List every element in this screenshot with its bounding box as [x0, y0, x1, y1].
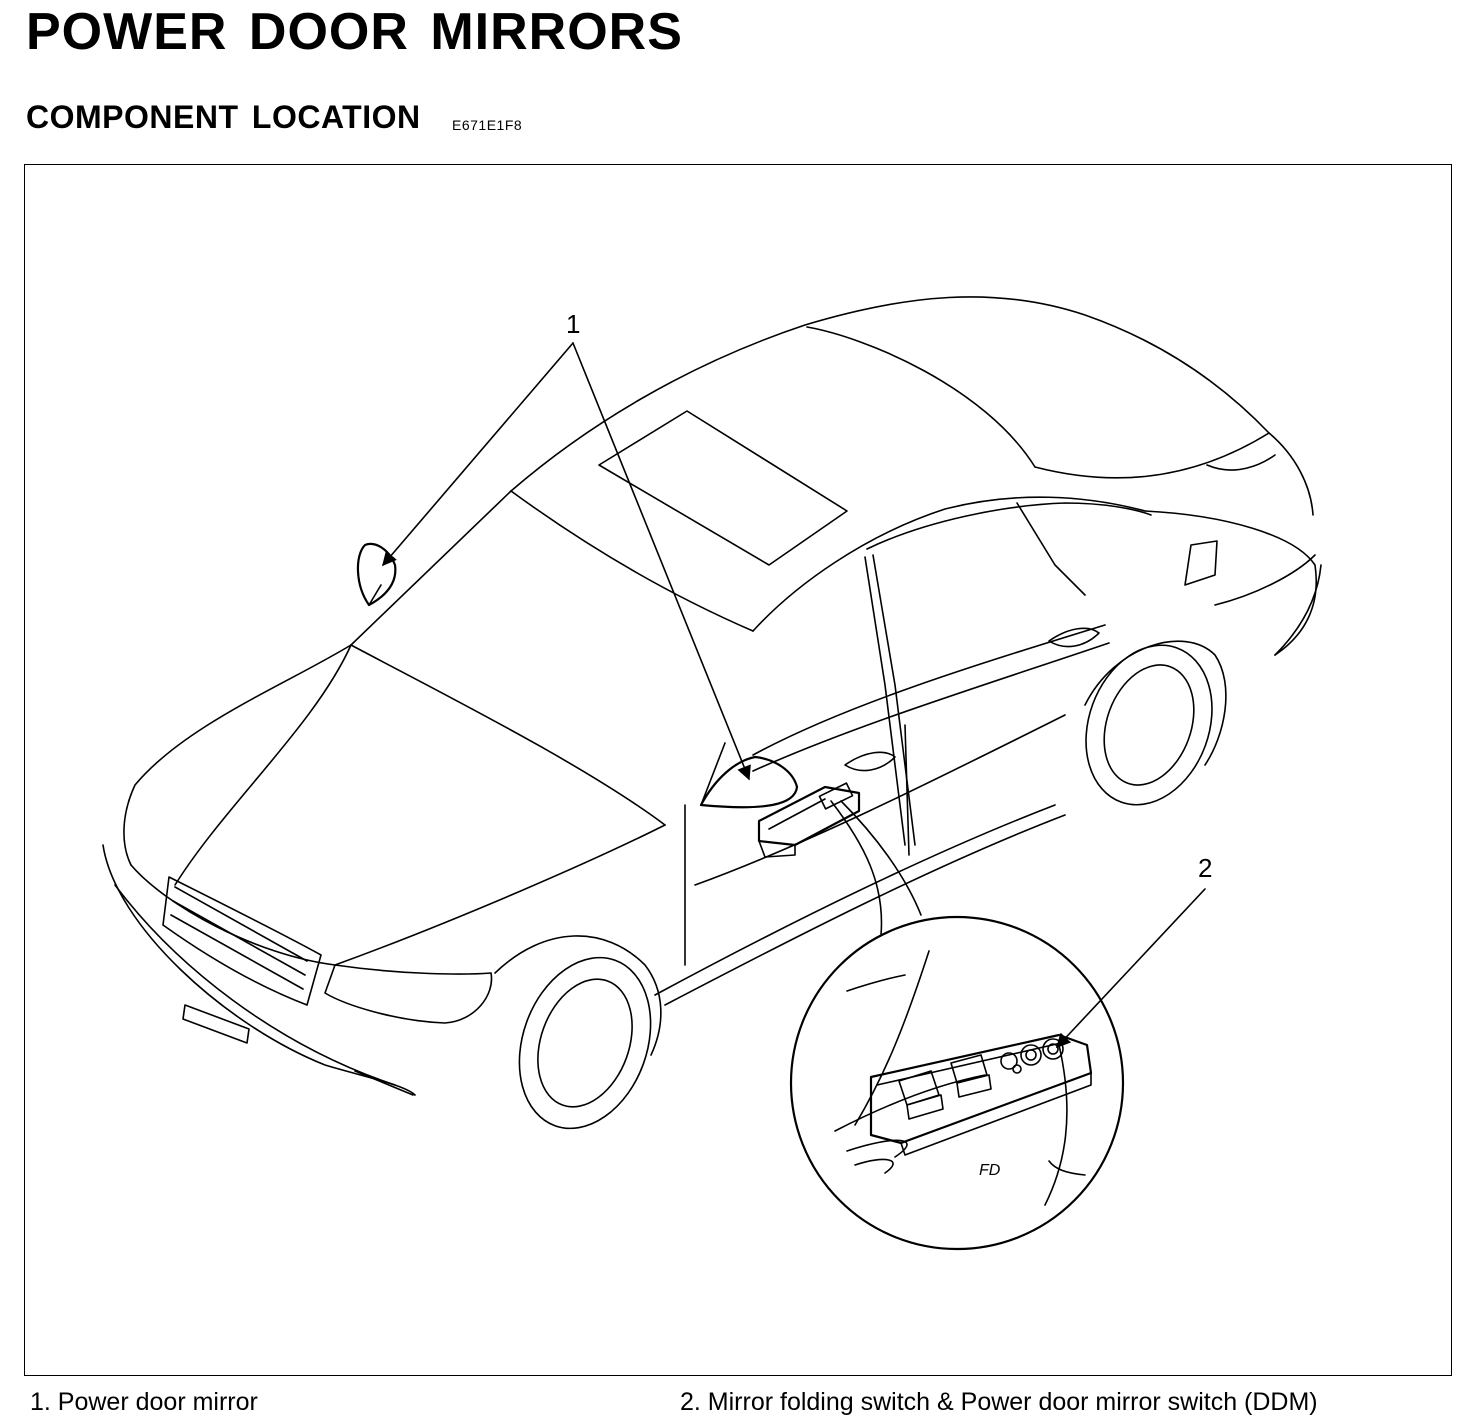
document-code: E671E1F8	[452, 117, 523, 133]
switch-detail-circle: FD	[789, 915, 1125, 1251]
page-title: POWER DOOR MIRRORS	[26, 3, 683, 61]
door-switch-panel	[757, 782, 861, 858]
zoom-leader-a	[830, 800, 883, 936]
section-heading: COMPONENT LOCATION	[26, 99, 421, 135]
component-location-figure: 1	[24, 164, 1452, 1376]
right-mirror	[699, 755, 799, 809]
callout-1-leader-right	[572, 342, 751, 781]
legend-item-power-door-mirror: 1. Power door mirror	[30, 1388, 258, 1416]
callout-2: 2	[1198, 853, 1212, 883]
left-mirror	[356, 542, 397, 607]
door-emblem: FD	[979, 1162, 1001, 1179]
legend-item-mirror-switch: 2. Mirror folding switch & Power door mi…	[680, 1388, 1318, 1416]
callout-2-leader	[1056, 888, 1206, 1049]
car-body	[102, 296, 1322, 1130]
car-illustration: 1	[102, 296, 1322, 1251]
zoom-leader-b	[840, 800, 922, 916]
callout-1-leader-left	[382, 342, 574, 567]
callout-1: 1	[566, 309, 580, 339]
